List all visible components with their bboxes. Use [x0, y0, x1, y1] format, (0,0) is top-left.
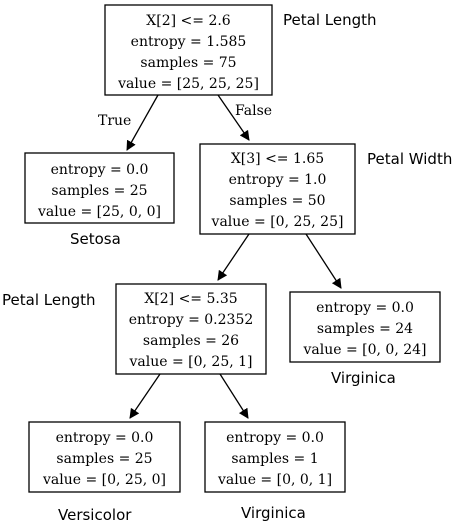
edge-root-to-setosa — [126, 94, 159, 151]
node-setosa-line-1: entropy = 0.0 — [51, 162, 149, 178]
node-petal-length-line-1: X[2] <= 5.35 — [144, 291, 237, 307]
node-virginica-bottom-line-2: samples = 1 — [231, 451, 318, 467]
node-versicolor: entropy = 0.0 samples = 25 value = [0, 2… — [28, 421, 181, 493]
node-virginica-bottom: entropy = 0.0 samples = 1 value = [0, 0,… — [204, 421, 346, 493]
class-label-versicolor: Versicolor — [58, 506, 132, 524]
node-setosa-line-2: samples = 25 — [51, 183, 147, 199]
node-petal-length-line-3: samples = 26 — [143, 333, 239, 349]
edge-petal-length-to-virginica-bottom — [219, 373, 249, 419]
node-root-line-4: value = [25, 25, 25] — [117, 76, 259, 92]
node-petal-width-line-2: entropy = 1.0 — [229, 172, 327, 188]
edge-label-false: False — [235, 103, 272, 119]
edge-root-to-petal-width — [217, 94, 250, 141]
node-versicolor-line-2: samples = 25 — [56, 451, 152, 467]
feature-label-root: Petal Length — [283, 11, 377, 29]
node-root-line-2: entropy = 1.585 — [131, 34, 247, 50]
node-root-line-3: samples = 75 — [140, 55, 236, 71]
node-virginica-right-line-2: samples = 24 — [317, 321, 413, 337]
node-virginica-bottom-line-1: entropy = 0.0 — [226, 430, 324, 446]
node-virginica-right-line-3: value = [0, 0, 24] — [302, 342, 426, 358]
class-label-virginica-bottom: Virginica — [241, 504, 306, 522]
node-petal-width-split: X[3] <= 1.65 entropy = 1.0 samples = 50 … — [199, 143, 356, 235]
class-label-virginica-right: Virginica — [331, 369, 396, 387]
node-petal-length-split: X[2] <= 5.35 entropy = 0.2352 samples = … — [115, 283, 267, 375]
node-virginica-right: entropy = 0.0 samples = 24 value = [0, 0… — [289, 291, 441, 363]
node-petal-width-line-4: value = [0, 25, 25] — [211, 214, 344, 230]
node-setosa-line-3: value = [25, 0, 0] — [37, 204, 161, 220]
node-versicolor-line-3: value = [0, 25, 0] — [42, 472, 166, 488]
node-virginica-right-line-1: entropy = 0.0 — [316, 300, 414, 316]
node-virginica-bottom-line-3: value = [0, 0, 1] — [217, 472, 332, 488]
edge-petal-length-to-versicolor — [129, 373, 161, 419]
feature-label-petal-width: Petal Width — [367, 150, 452, 168]
node-setosa: entropy = 0.0 samples = 25 value = [25, … — [24, 152, 175, 224]
node-petal-length-line-4: value = [0, 25, 1] — [128, 354, 252, 370]
edge-petal-width-to-virginica — [305, 233, 342, 289]
node-petal-width-line-1: X[3] <= 1.65 — [231, 151, 324, 167]
edge-petal-width-to-petal-length — [217, 233, 250, 281]
node-versicolor-line-1: entropy = 0.0 — [56, 430, 154, 446]
node-petal-length-line-2: entropy = 0.2352 — [129, 312, 254, 328]
edge-label-true: True — [98, 113, 131, 129]
feature-label-petal-length-2: Petal Length — [2, 291, 96, 309]
class-label-setosa: Setosa — [70, 230, 121, 248]
node-root-line-1: X[2] <= 2.6 — [146, 13, 231, 29]
node-petal-width-line-3: samples = 50 — [229, 193, 325, 209]
node-root: X[2] <= 2.6 entropy = 1.585 samples = 75… — [104, 4, 273, 96]
